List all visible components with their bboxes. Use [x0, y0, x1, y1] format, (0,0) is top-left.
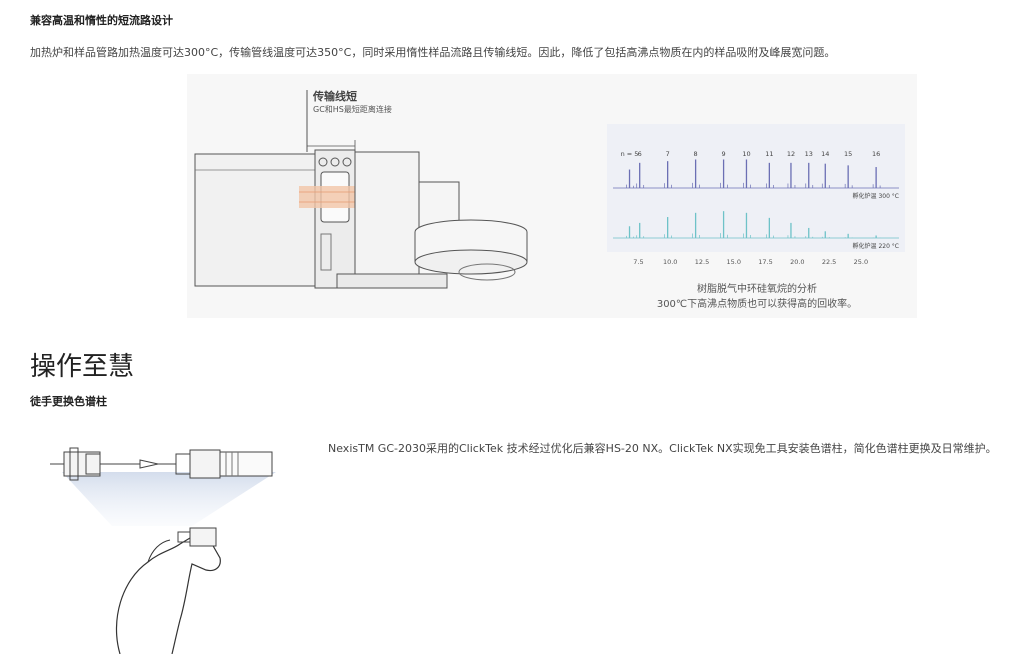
peak-label: 6 [638, 150, 642, 158]
chart-caption-1: 树脂脱气中环硅氧烷的分析 [697, 284, 817, 295]
peak-label: 9 [722, 150, 726, 158]
x-tick-label: 7.5 [633, 258, 643, 266]
peak-label: 12 [787, 150, 795, 158]
x-tick-label: 15.0 [727, 258, 741, 266]
series-label: 孵化炉温 300 °C [853, 192, 899, 200]
section-paragraph: 加热炉和样品管路加热温度可达300°C，传输管线温度可达350°C，同时采用惰性… [30, 46, 836, 59]
peak-label: 16 [872, 150, 880, 158]
peak-label: 7 [666, 150, 670, 158]
page-title: 操作至慧 [30, 352, 135, 382]
peak-label: n = 5 [621, 150, 639, 158]
section-subtitle: 兼容高温和惰性的短流路设计 [30, 14, 173, 27]
chart-caption-2: 300℃下高沸点物质也可以获得高的回收率。 [656, 299, 858, 310]
x-tick-label: 12.5 [695, 258, 709, 266]
x-tick-label: 22.5 [822, 258, 836, 266]
series-label: 孵化炉温 220 °C [853, 242, 899, 250]
peak-label: 10 [742, 150, 750, 158]
x-tick-label: 17.5 [758, 258, 772, 266]
x-tick-label: 25.0 [854, 258, 868, 266]
x-tick-label: 10.0 [663, 258, 677, 266]
x-tick-label: 20.0 [790, 258, 804, 266]
instrument-illustration [194, 90, 528, 289]
callout-subtitle: GC和HS最短距离连接 [313, 105, 392, 114]
peak-label: 11 [765, 150, 773, 158]
chromatogram-x-axis: 7.5 10.0 12.5 15.0 17.5 20.0 22.5 25.0 [633, 258, 868, 266]
column-install-illustration [50, 447, 276, 654]
peak-label: 8 [694, 150, 698, 158]
section-subtitle-2: 徒手更换色谱柱 [30, 395, 107, 408]
peak-label: 15 [844, 150, 852, 158]
peak-label: 14 [821, 150, 829, 158]
section-paragraph-2: NexisTM GC-2030采用的ClickTek 技术经过优化后兼容HS-2… [328, 442, 997, 455]
callout-title: 传输线短 [313, 90, 357, 103]
peak-label: 13 [805, 150, 813, 158]
